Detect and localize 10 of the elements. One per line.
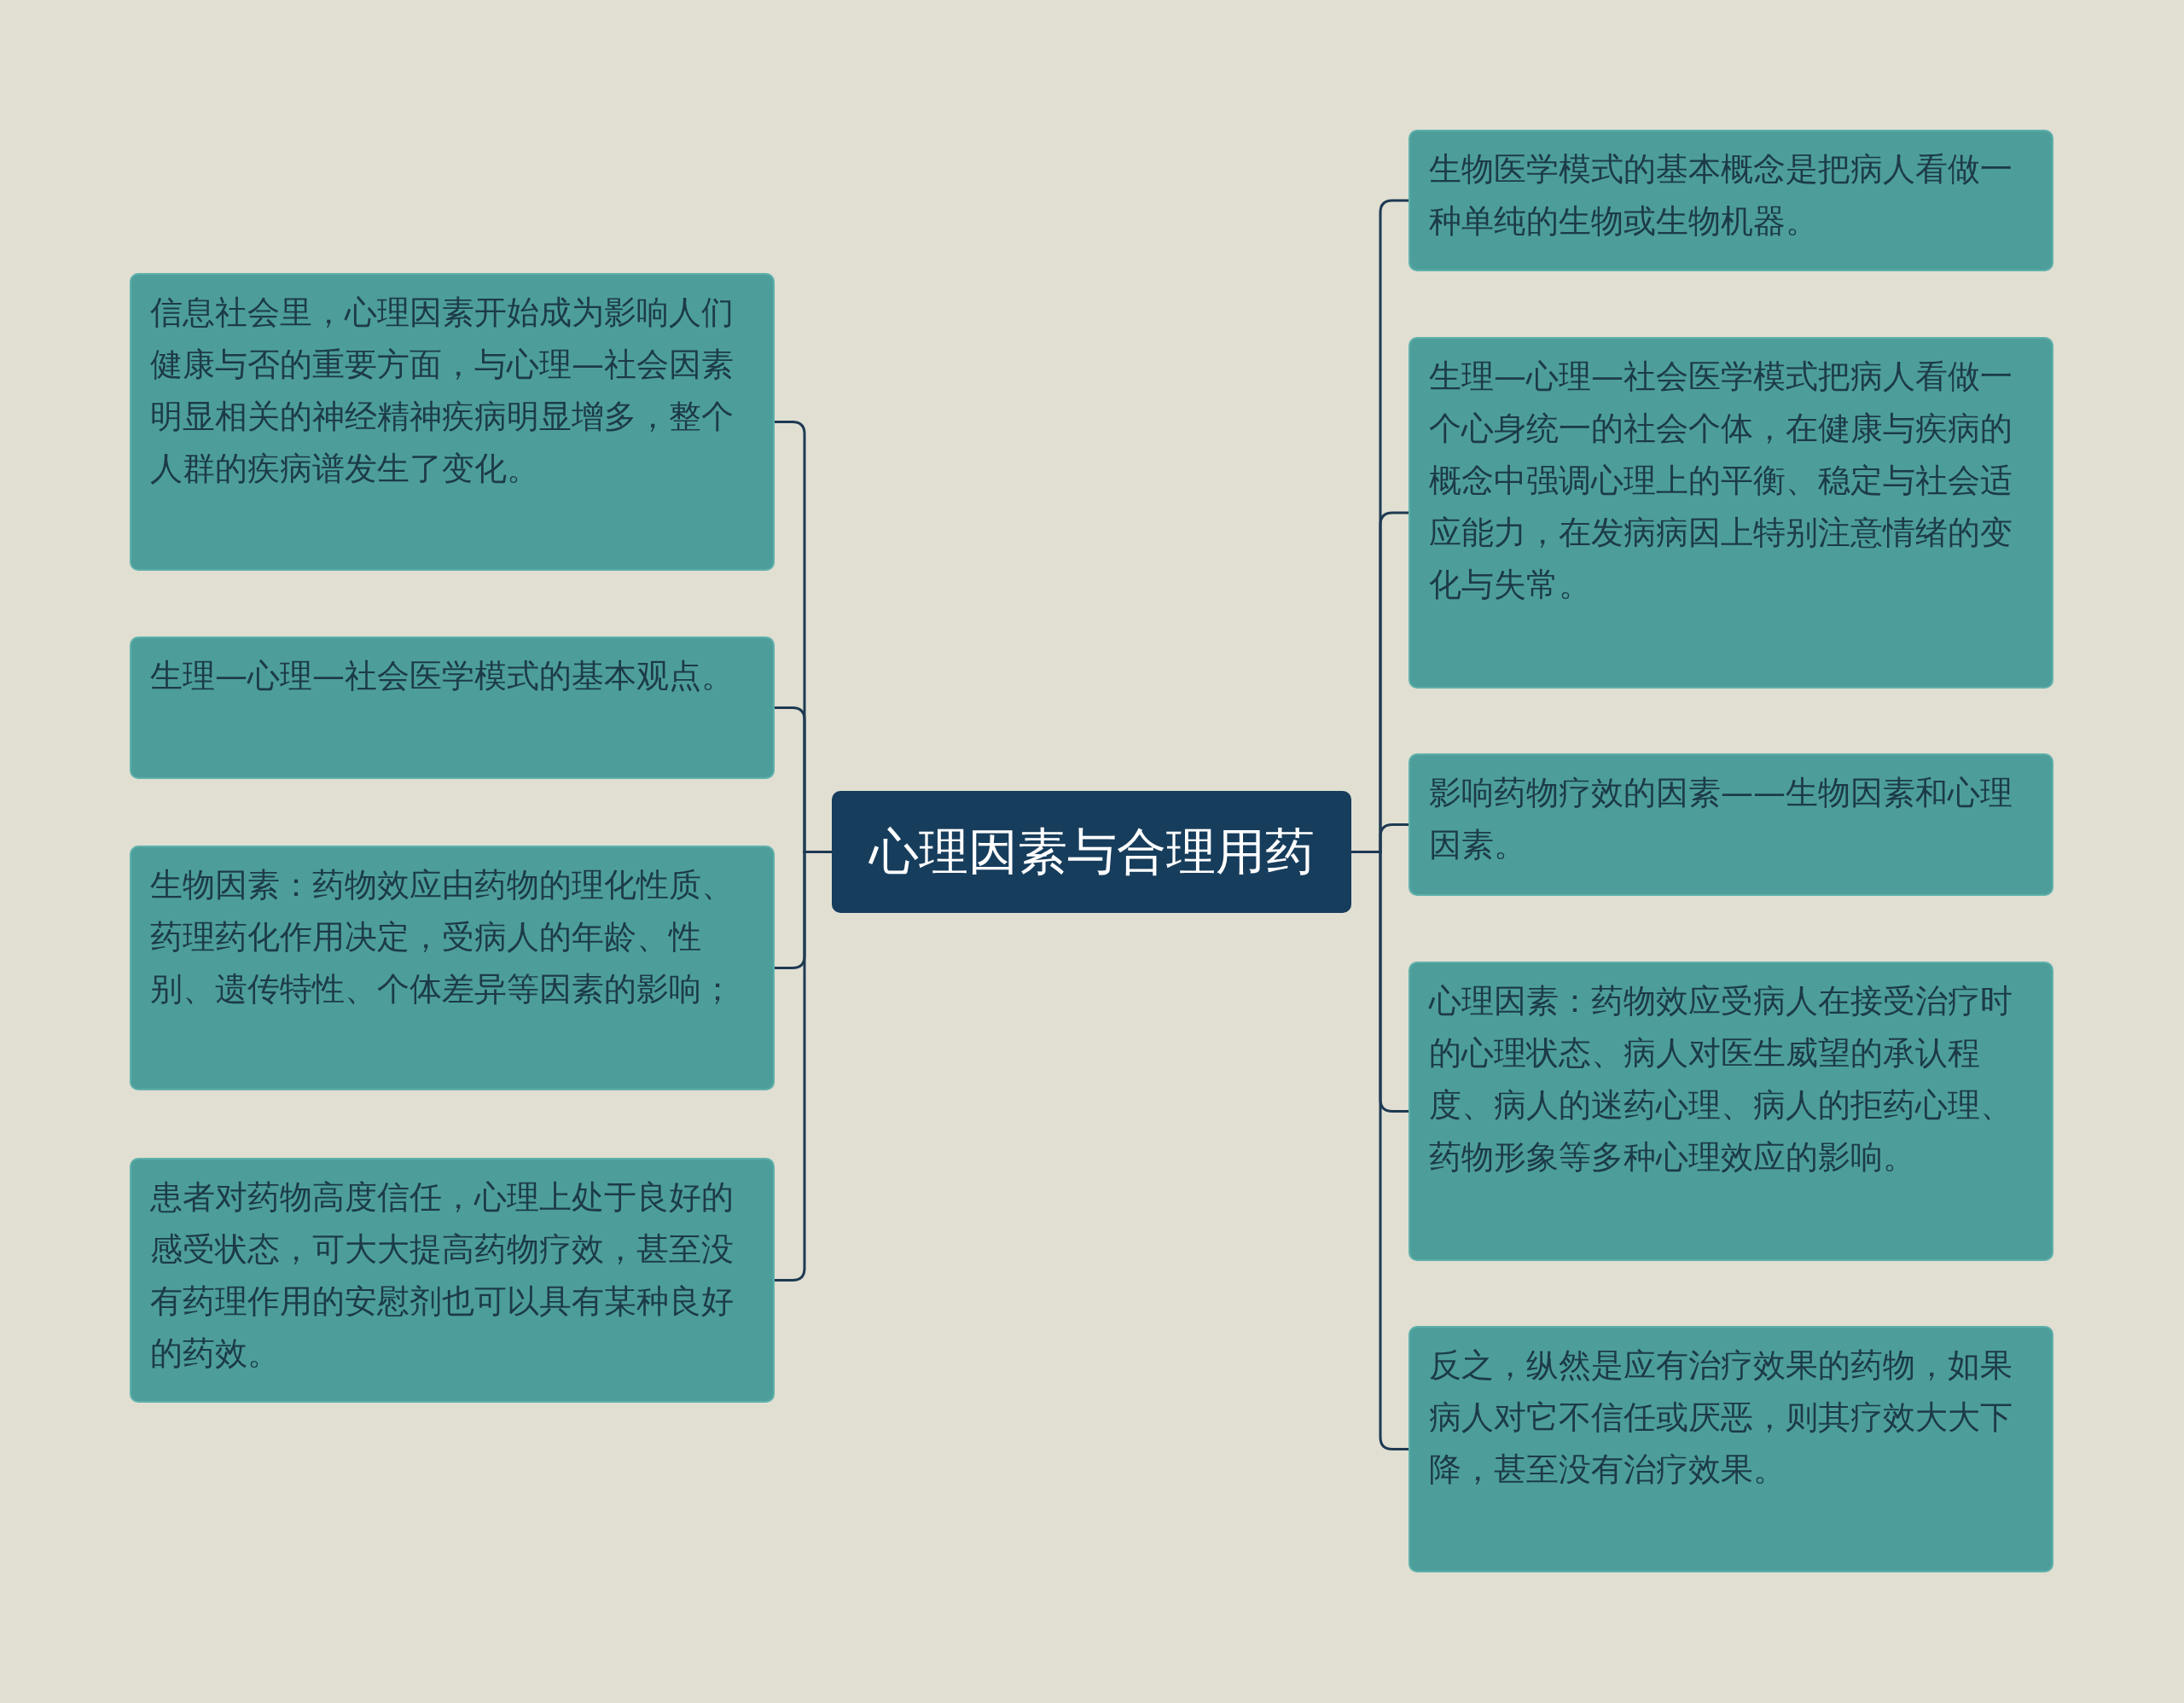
- topic-box: 心理因素与合理用药: [832, 791, 1351, 913]
- text-box: 生物医学模式的基本概念是把病人看做一种单纯的生物或生物机器。: [1409, 130, 2053, 271]
- text-box: 生理—心理—社会医学模式的基本观点。: [130, 636, 775, 779]
- text-box: 患者对药物高度信任，心理上处于良好的感受状态，可大大提高药物疗效，甚至没有药理作用的安慰剂也可以具有某种良好的药效。: [130, 1158, 775, 1403]
- text-box: 生理—心理—社会医学模式把病人看做一个心身统一的社会个体，在健康与疾病的概念中强调心理上的平衡、稳定与社会适应能力，在发病病因上特别注意情绪的变化与失常。: [1409, 337, 2053, 689]
- text-box: 心理因素：药物效应受病人在接受治疗时的心理状态、病人对医生威望的承认程度、病人的迷药心理、病人的拒药心理、药物形象等多种心理效应的影响。: [1409, 962, 2053, 1261]
- text-box: 生物因素：药物效应由药物的理化性质、药理药化作用决定，受病人的年龄、性别、遗传特性、个体差异等因素的影响；: [130, 846, 775, 1090]
- text-box: 信息社会里，心理因素开始成为影响人们健康与否的重要方面，与心理—社会因素明显相关的神经精神疾病明显增多，整个人群的疾病谱发生了变化。: [130, 273, 775, 571]
- text-box: 影响药物疗效的因素——生物因素和心理因素。: [1409, 753, 2053, 896]
- text-box: 反之，纵然是应有治疗效果的药物，如果病人对它不信任或厌恶，则其疗效大大下降，甚至没有治疗效果。: [1409, 1326, 2053, 1572]
